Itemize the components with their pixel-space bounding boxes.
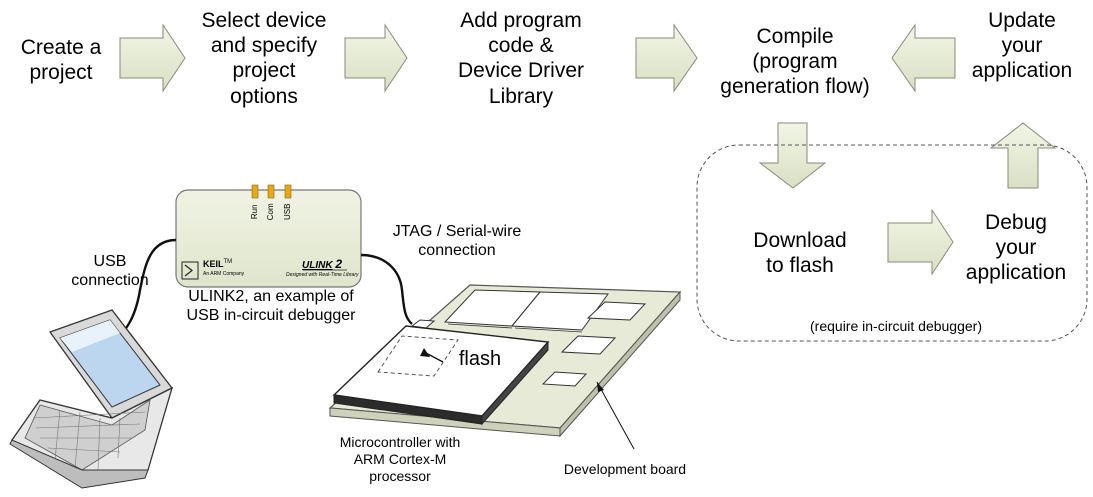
step-text-line: Debug [985,211,1047,234]
step-text-line: Download [753,229,847,252]
step-text-line: Device Driver [457,59,585,83]
step-text-line: (program [752,50,838,74]
require-debugger-note: (require in-circuit debugger) [810,318,982,334]
step-text-line: and specify [210,34,318,58]
step-download: Download to flash [730,228,870,278]
ulink-subtitle: Designed with Real-Time Library [286,272,359,278]
step-compile: Compile (program generation flow) [705,24,885,100]
ulink2-device [175,184,362,288]
flash-label: flash [458,348,502,370]
label-line: ARM Cortex-M [353,450,447,467]
debugger-region [696,144,1088,342]
step-update-app: Update your application [960,8,1084,84]
step-text-line: Add program [460,9,582,32]
jtag-connection-label: JTAG / Serial-wire connection [372,222,542,260]
keil-brand: KEILTM [203,259,263,270]
step-text-line: project [232,59,296,83]
ulink2-caption: ULINK2, an example of USB in-circuit deb… [168,287,374,325]
arrow-right-debug [887,208,954,276]
step-text-line: generation flow) [720,75,870,99]
label-line: ULINK2, an example of [188,288,354,305]
arrow-left-update [891,23,956,93]
laptop-icon [9,309,174,489]
led-label-run: Run [250,204,260,220]
label-line: USB [93,253,127,270]
arrow-right-3 [635,23,698,93]
keil-brand-text: KEIL [203,259,224,269]
ulink-model: ULINK 2 [302,257,352,272]
arrow-up-update [989,122,1057,189]
led-label-com: Com [266,203,276,221]
mcu-caption: Microcontroller with ARM Cortex-M proces… [325,434,475,484]
step-text-line: Compile [756,25,834,48]
label-line: USB in-circuit debugger [186,307,356,325]
label-line: JTAG / Serial-wire [392,223,522,240]
keil-subtitle: An ARM Company [203,271,245,277]
step-create-project: Create a project [2,35,120,85]
arrow-right-1 [119,23,186,93]
step-text-line: to flash [766,254,834,278]
step-select-device: Select device and specify project option… [188,8,340,109]
arrow-down-download [758,122,827,189]
label-line: processor [369,467,431,484]
step-debug: Debug your application [952,210,1080,286]
step-text-line: code & [488,34,554,58]
led-label-usb: USB [283,203,293,221]
ulink-model-number: 2 [335,257,343,271]
usb-connection-label: USB connection [60,252,160,290]
development-board [328,284,682,450]
board-caption: Development board [563,461,687,477]
step-text-line: application [965,261,1067,285]
jtag-cable [360,253,413,325]
label-line: connection [418,242,496,260]
step-text-line: options [230,84,298,108]
step-add-code: Add program code & Device Driver Library [418,8,624,109]
label-line: Microcontroller with [339,434,461,450]
step-text-line: project [29,61,93,85]
step-text-line: application [971,59,1073,83]
step-text-line: Library [488,84,554,108]
step-text-line: Update [988,9,1056,32]
keil-trademark: TM [223,259,233,265]
label-line: connection [71,272,149,290]
step-text-line: your [1001,34,1043,58]
step-text-line: your [995,236,1037,260]
arrow-right-2 [344,23,408,93]
step-text-line: Select device [201,9,327,32]
ulink-model-text: ULINK [302,260,333,271]
step-text-line: Create a [20,36,102,59]
